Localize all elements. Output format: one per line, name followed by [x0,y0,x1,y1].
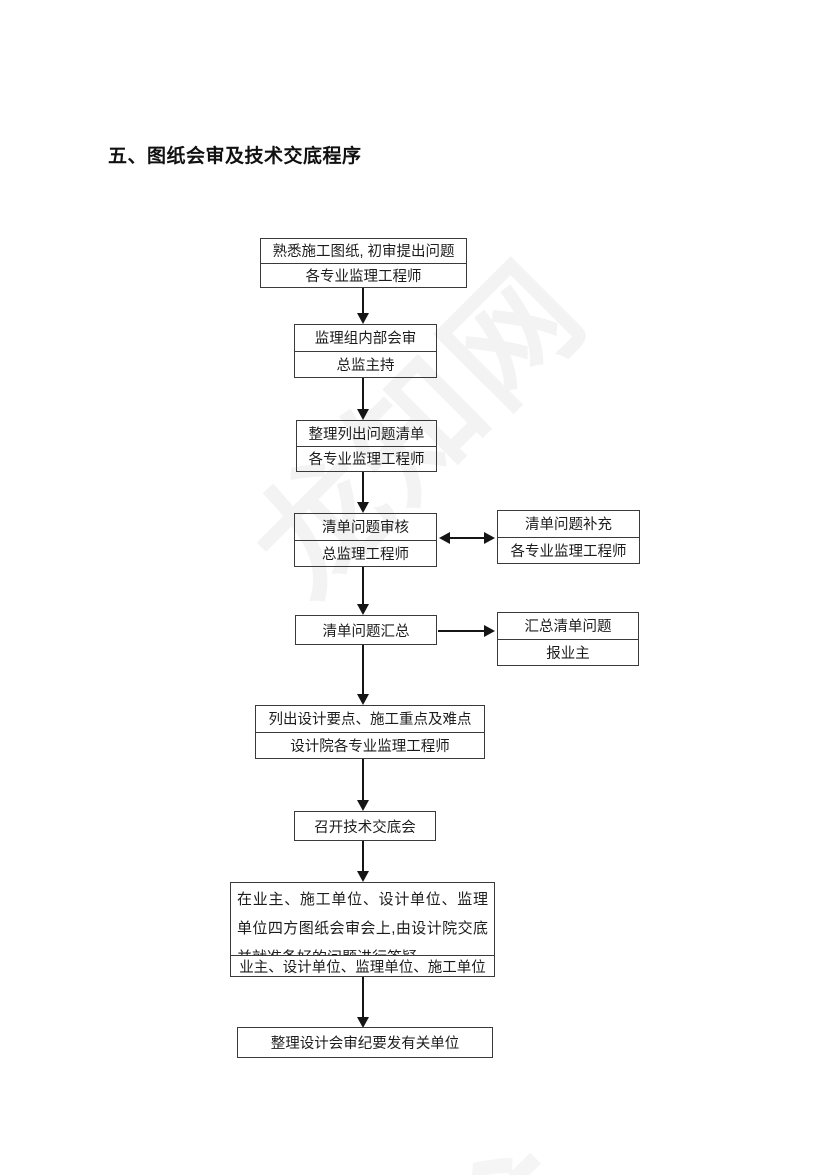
node-role: 设计院各专业监理工程师 [256,731,484,759]
watermark-bottom: 龙 [397,1117,623,1175]
node-action: 在业主、施工单位、设计单位、监理单位四方图纸会审会上,由设计院交底并就准备好的问… [237,891,488,955]
flow-node-issue-summary: 清单问题汇总 [295,615,437,645]
flow-node-design-keypoints: 列出设计要点、施工重点及难点 设计院各专业监理工程师 [255,705,485,759]
arrow-left-icon [439,532,450,544]
flow-node-four-party-review: 在业主、施工单位、设计单位、监理单位四方图纸会审会上,由设计院交底并就准备好的问… [230,882,495,977]
arrow-down-icon [357,502,369,513]
flow-node-familiarize-drawings: 熟悉施工图纸, 初审提出问题 各专业监理工程师 [260,238,467,288]
arrow-down-icon [357,1017,369,1028]
node-role: 各专业监理工程师 [297,445,436,472]
node-action: 整理列出问题清单 [308,426,425,443]
node-action: 列出设计要点、施工重点及难点 [268,712,472,729]
node-role: 报业主 [498,638,638,666]
flow-node-list-supplement: 清单问题补充 各专业监理工程师 [497,510,640,564]
flow-arrow-1 [362,288,364,313]
flow-node-disclosure-meeting: 召开技术交底会 [294,811,436,841]
section-title: 五、图纸会审及技术交底程序 [108,146,362,167]
node-role: 总监理工程师 [295,539,436,567]
node-action: 整理设计会审纪要发有关单位 [270,1036,460,1052]
node-action: 监理组内部会审 [314,331,417,348]
node-role: 总监主持 [295,350,436,378]
node-action: 熟悉施工图纸, 初审提出问题 [272,244,455,261]
flow-arrow-8 [362,977,364,1017]
flow-arrow-5 [362,645,364,694]
arrow-down-icon [357,409,369,420]
right-arrow [438,630,486,632]
node-role: 业主、设计单位、监理单位、施工单位 [231,955,494,977]
node-action: 清单问题汇总 [322,623,410,640]
node-action: 清单问题补充 [525,517,612,534]
flow-arrow-6 [362,759,364,800]
flow-arrow-4 [362,567,364,604]
arrow-down-icon [357,694,369,705]
arrow-down-icon [357,604,369,615]
double-arrow [448,537,486,539]
node-action: 召开技术交底会 [314,819,416,836]
flow-arrow-2 [362,378,364,409]
node-action: 清单问题审核 [322,520,409,537]
flow-node-internal-review: 监理组内部会审 总监主持 [294,324,437,378]
flow-arrow-3 [362,472,364,502]
flow-node-report-owner: 汇总清单问题 报业主 [497,612,639,666]
flow-node-issue-list: 整理列出问题清单 各专业监理工程师 [296,420,437,472]
flow-node-minutes-distribution: 整理设计会审纪要发有关单位 [237,1027,493,1058]
arrow-right-icon [484,532,495,544]
node-action: 汇总清单问题 [524,619,612,636]
arrow-right-icon [484,625,495,637]
arrow-down-icon [357,871,369,882]
flow-node-list-review: 清单问题审核 总监理工程师 [294,513,437,567]
arrow-down-icon [357,800,369,811]
flow-arrow-7 [362,841,364,871]
node-role: 各专业监理工程师 [498,536,639,564]
arrow-down-icon [357,313,369,324]
node-role: 各专业监理工程师 [261,262,466,288]
